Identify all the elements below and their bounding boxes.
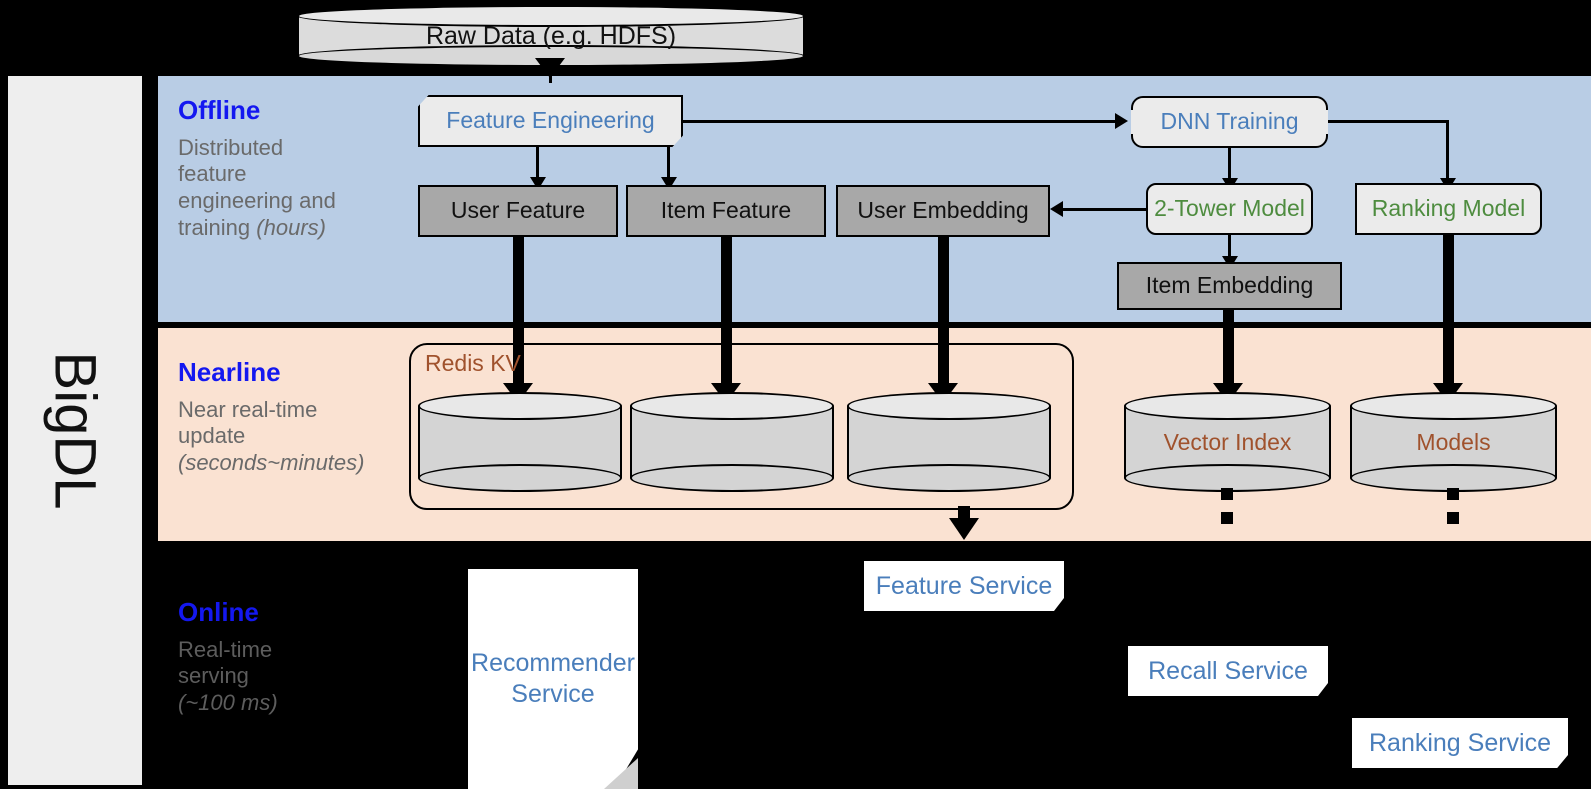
offline-desc-italic: (hours) <box>256 215 326 241</box>
nearline-title: Nearline <box>178 357 281 387</box>
store-item-feature-bottom <box>630 464 834 492</box>
dot-vectorindex-2 <box>1221 512 1233 524</box>
dnn-training-label: DNN Training <box>1160 108 1299 135</box>
dot-redis-featureservice <box>958 506 970 518</box>
online-description: Real-time serving (~100 ms) <box>178 637 378 717</box>
nearline-desc-italic-wrap: (seconds~minutes) <box>178 450 408 477</box>
dnn-card-left-notch <box>1131 110 1134 134</box>
models-label: Models <box>1416 428 1491 455</box>
item-embedding-label: Item Embedding <box>1145 272 1314 299</box>
models-cylinder[interactable]: Models <box>1350 392 1557 492</box>
nearline-desc-l1: Near real-time <box>178 396 318 422</box>
bigdl-label-wrap: BigDL <box>8 76 142 785</box>
user-feature-label: User Feature <box>450 197 586 224</box>
dot-vectorindex-1 <box>1221 488 1233 500</box>
online-title: Online <box>178 597 259 627</box>
recommender-service-label-l2: Service <box>511 680 595 708</box>
node-user-feature[interactable]: User Feature <box>418 185 618 237</box>
bigdl-label: BigDL <box>42 351 108 510</box>
feature-engineering-label: Feature Engineering <box>446 107 655 134</box>
node-ranking-model[interactable]: Ranking Model <box>1355 183 1542 235</box>
models-top <box>1350 392 1557 420</box>
arrowhead-fe-dnn <box>1115 113 1128 129</box>
offline-description: Distributed feature engineering and trai… <box>178 135 358 242</box>
connector-dnn-ranking-h <box>1328 120 1448 123</box>
nearline-section-caption: Nearline Near real-time update (seconds~… <box>178 358 408 477</box>
raw-data-cylinder: Raw Data (e.g. HDFS) <box>297 5 805 67</box>
arrowhead-redis-featureservice <box>949 518 979 540</box>
online-desc-l2: serving <box>178 663 249 689</box>
bigdl-framework-rail: BigDL <box>8 76 142 785</box>
dot-models-1 <box>1447 488 1459 500</box>
store-user-feature-bottom <box>418 464 622 492</box>
redis-kv-group <box>409 343 1074 510</box>
online-desc-l1: Real-time <box>178 636 273 662</box>
connector-dnn-ranking-v <box>1446 120 1449 182</box>
ranking-service-node[interactable]: Ranking Service <box>1352 718 1568 768</box>
feature-service-label: Feature Service <box>875 571 1053 600</box>
online-section-caption: Online Real-time serving (~100 ms) <box>178 598 378 717</box>
offline-title: Offline <box>178 95 261 125</box>
pipe-userfeature-store <box>513 237 524 395</box>
offline-desc-l2: feature <box>178 161 247 187</box>
node-dnn-training[interactable]: DNN Training <box>1131 96 1328 148</box>
offline-desc-l4: training (hours) <box>178 215 358 242</box>
pipe-userembedding-store <box>938 237 949 395</box>
nearline-desc-l2: update <box>178 423 246 449</box>
node-item-embedding[interactable]: Item Embedding <box>1117 262 1342 310</box>
raw-data-label: Raw Data (e.g. HDFS) <box>425 21 677 50</box>
online-desc-italic: (~100 ms) <box>178 690 278 716</box>
nearline-description: Near real-time update (seconds~minutes) <box>178 397 408 477</box>
item-feature-label: Item Feature <box>660 197 792 224</box>
online-desc-italic-wrap: (~100 ms) <box>178 690 378 717</box>
vector-index-label: Vector Index <box>1163 428 1292 455</box>
vector-index-bottom <box>1124 464 1331 492</box>
pipe-rankingmodel-models <box>1443 235 1454 395</box>
node-item-feature[interactable]: Item Feature <box>626 185 826 237</box>
node-two-tower-model[interactable]: 2-Tower Model <box>1146 183 1313 235</box>
raw-data-top-ellipse <box>297 5 805 27</box>
store-user-feature-top <box>418 392 622 420</box>
store-user-embedding-top <box>847 392 1051 420</box>
offline-section-caption: Offline Distributed feature engineering … <box>178 96 358 242</box>
feature-service-node[interactable]: Feature Service <box>864 561 1064 611</box>
recall-service-node[interactable]: Recall Service <box>1128 646 1328 696</box>
store-user-embedding-cylinder[interactable] <box>847 392 1051 492</box>
redis-kv-label: Redis KV <box>425 350 521 376</box>
recall-service-label: Recall Service <box>1148 656 1308 685</box>
connector-dnn-twotower <box>1228 148 1231 184</box>
ranking-service-label: Ranking Service <box>1368 728 1552 757</box>
offline-desc-l4-text: training <box>178 215 257 241</box>
user-embedding-label: User Embedding <box>857 197 1029 224</box>
store-item-feature-cylinder[interactable] <box>630 392 834 492</box>
recommender-service-node[interactable]: Recommender Service <box>468 569 638 789</box>
vector-index-cylinder[interactable]: Vector Index <box>1124 392 1331 492</box>
connector-twotower-itemembedding <box>1228 235 1231 264</box>
two-tower-model-label: 2-Tower Model <box>1154 195 1305 222</box>
dnn-card-right-notch <box>1325 110 1328 134</box>
recommender-service-label: Recommender Service <box>471 648 635 711</box>
pipe-itemembedding-vectorindex <box>1223 310 1234 395</box>
node-feature-engineering[interactable]: Feature Engineering <box>418 95 683 147</box>
arrowhead-rawdata-fe <box>535 58 565 78</box>
connector-fe-itemfeature <box>667 147 670 183</box>
node-user-embedding[interactable]: User Embedding <box>836 185 1050 237</box>
connector-fe-userfeature <box>536 147 539 183</box>
pipe-itemfeature-store <box>721 237 732 395</box>
vector-index-top <box>1124 392 1331 420</box>
connector-fe-dnn <box>683 120 1115 123</box>
recommender-service-label-l1: Recommender <box>471 648 635 677</box>
store-user-feature-cylinder[interactable] <box>418 392 622 492</box>
nearline-desc-italic: (seconds~minutes) <box>178 450 365 476</box>
arrowhead-twotower-userembedding <box>1050 201 1063 217</box>
offline-desc-l3: engineering and <box>178 188 336 214</box>
connector-twotower-userembedding <box>1063 208 1147 211</box>
store-user-embedding-bottom <box>847 464 1051 492</box>
dot-models-2 <box>1447 512 1459 524</box>
store-item-feature-top <box>630 392 834 420</box>
offline-desc-l1: Distributed <box>178 134 284 160</box>
ranking-model-label: Ranking Model <box>1371 195 1526 222</box>
